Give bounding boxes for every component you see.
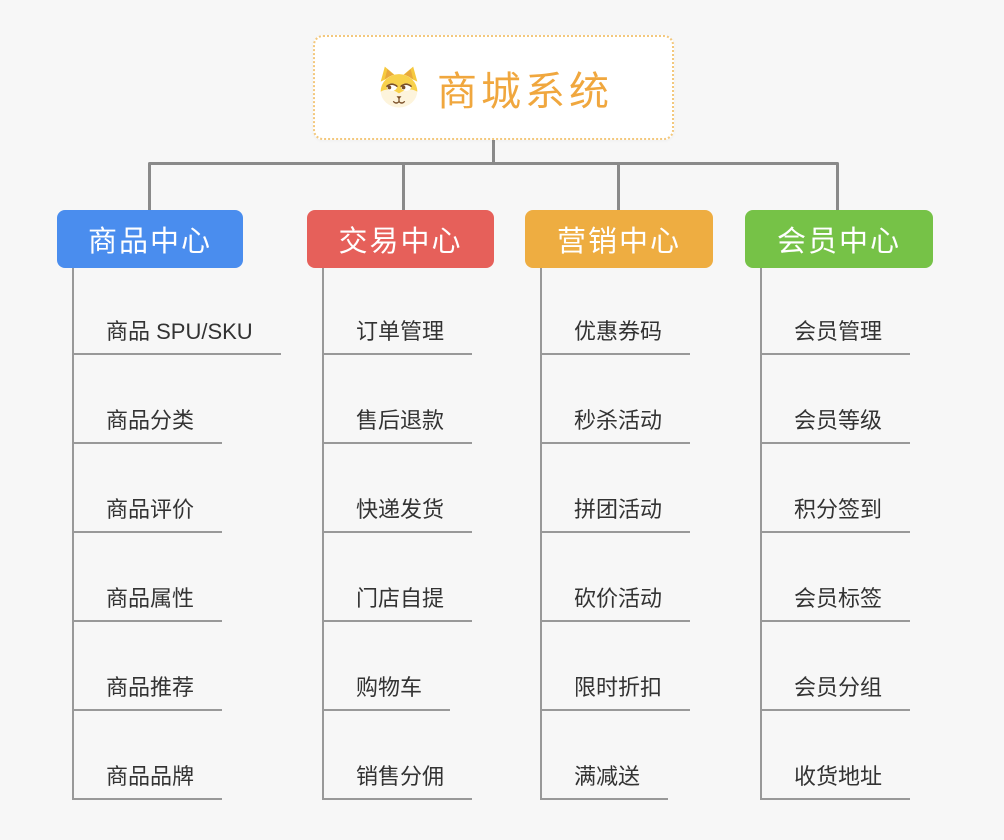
branch-column-member: 会员中心 会员管理 会员等级 积分签到 会员标签 会员分组 收货地址 (745, 210, 933, 800)
child-node[interactable]: 商品评价 (74, 444, 223, 533)
branch-children-list: 商品 SPU/SKU 商品分类 商品评价 商品属性 商品推荐 商品品牌 (72, 268, 281, 800)
child-node[interactable]: 商品 SPU/SKU (74, 268, 281, 355)
child-node[interactable]: 订单管理 (324, 268, 473, 355)
branch-column-trade: 交易中心 订单管理 售后退款 快递发货 门店自提 购物车 销售分佣 (307, 210, 494, 800)
connector-horizontal-bar (148, 162, 839, 165)
child-node[interactable]: 商品属性 (74, 533, 223, 622)
root-node[interactable]: 商城系统 (313, 35, 674, 140)
child-node[interactable]: 砍价活动 (542, 533, 691, 622)
branch-children-list: 会员管理 会员等级 积分签到 会员标签 会员分组 收货地址 (760, 268, 911, 800)
child-node[interactable]: 限时折扣 (542, 622, 691, 711)
child-node[interactable]: 商品推荐 (74, 622, 223, 711)
child-node[interactable]: 销售分佣 (324, 711, 473, 800)
child-node[interactable]: 会员分组 (762, 622, 911, 711)
branch-node-product-center[interactable]: 商品中心 (57, 210, 243, 268)
child-node[interactable]: 商品品牌 (74, 711, 223, 800)
connector-drop-trade (402, 164, 405, 210)
branch-node-member-center[interactable]: 会员中心 (745, 210, 933, 268)
connector-drop-member (836, 164, 839, 210)
child-node[interactable]: 门店自提 (324, 533, 473, 622)
root-title: 商城系统 (437, 69, 613, 114)
branch-column-product: 商品中心 商品 SPU/SKU 商品分类 商品评价 商品属性 商品推荐 商品品牌 (57, 210, 281, 800)
branch-node-marketing-center[interactable]: 营销中心 (525, 210, 713, 268)
child-node[interactable]: 会员管理 (762, 268, 911, 355)
connector-drop-product (148, 164, 151, 210)
child-node[interactable]: 会员等级 (762, 355, 911, 444)
child-node[interactable]: 满减送 (542, 711, 669, 800)
child-node[interactable]: 会员标签 (762, 533, 911, 622)
child-node[interactable]: 收货地址 (762, 711, 911, 800)
child-node[interactable]: 积分签到 (762, 444, 911, 533)
child-node[interactable]: 秒杀活动 (542, 355, 691, 444)
branch-column-marketing: 营销中心 优惠券码 秒杀活动 拼团活动 砍价活动 限时折扣 满减送 (525, 210, 713, 800)
child-node[interactable]: 售后退款 (324, 355, 473, 444)
child-node[interactable]: 购物车 (324, 622, 451, 711)
branch-children-list: 订单管理 售后退款 快递发货 门店自提 购物车 销售分佣 (322, 268, 473, 800)
child-node[interactable]: 商品分类 (74, 355, 223, 444)
connector-root-stem (492, 140, 495, 164)
child-node[interactable]: 快递发货 (324, 444, 473, 533)
branch-node-trade-center[interactable]: 交易中心 (307, 210, 494, 268)
dog-face-icon (374, 64, 424, 111)
branch-children-list: 优惠券码 秒杀活动 拼团活动 砍价活动 限时折扣 满减送 (540, 268, 691, 800)
connector-drop-marketing (617, 164, 620, 210)
child-node[interactable]: 拼团活动 (542, 444, 691, 533)
child-node[interactable]: 优惠券码 (542, 268, 691, 355)
